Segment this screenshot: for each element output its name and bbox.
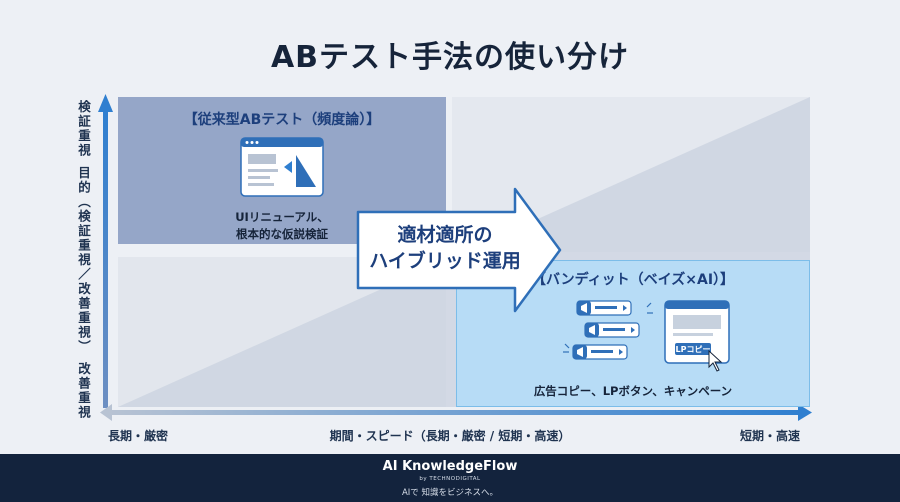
page-title: ABテスト手法の使い分け bbox=[270, 40, 630, 75]
quadrant-bottom-right: 【バンディット（ベイズ×AI）】 bbox=[456, 260, 810, 407]
hybrid-label-line1: 適材適所の bbox=[397, 224, 493, 246]
quadrant-top-left-desc-line1: UIリニューアル、 bbox=[235, 210, 329, 224]
footer: AI KnowledgeFlow by TECHNODIGITAL AIで 知識… bbox=[0, 454, 900, 502]
y-axis-arrow bbox=[98, 94, 113, 408]
y-axis-label: 検証重視 目的（検証重視／改善重視） 改善重視 bbox=[71, 100, 93, 420]
y-axis-middle-label: 目的（検証重視／改善重視） bbox=[76, 165, 91, 355]
footer-byline: by TECHNODIGITAL bbox=[419, 476, 481, 482]
quadrant-top-left-heading: 【従来型ABテスト（頻度論）】 bbox=[183, 112, 381, 128]
quadrant-bottom-right-description: 広告コピー、LPボタン、キャンペーン bbox=[533, 384, 733, 398]
axes bbox=[98, 94, 812, 421]
hybrid-arrow bbox=[356, 187, 562, 313]
hybrid-label: 適材適所の ハイブリッド運用 bbox=[355, 222, 535, 274]
cursor-icon bbox=[708, 349, 723, 372]
footer-brand: AI KnowledgeFlow bbox=[382, 459, 518, 474]
megaphone-icon bbox=[584, 322, 640, 338]
megaphone-icon bbox=[563, 343, 628, 360]
quadrant-top-left-desc-line2: 根本的な仮説検証 bbox=[236, 227, 328, 241]
bandit-ads-illustration: LPコピー bbox=[563, 300, 730, 372]
lp-copy-button-label: LPコピー bbox=[676, 344, 711, 354]
y-axis-top-label: 検証重視 bbox=[76, 100, 91, 158]
y-axis-bottom-label: 改善重視 bbox=[76, 362, 91, 420]
x-axis-arrow bbox=[100, 404, 812, 421]
hybrid-label-line2: ハイブリッド運用 bbox=[369, 250, 521, 272]
megaphone-icon bbox=[576, 300, 632, 316]
quadrant-bottom-right-heading: 【バンディット（ベイズ×AI）】 bbox=[531, 272, 735, 288]
footer-tagline: AIで 知識をビジネスへ。 bbox=[401, 488, 499, 498]
x-axis-left-label: 長期・厳密 bbox=[108, 429, 169, 443]
ab-test-browser-icon bbox=[240, 137, 324, 197]
x-axis-right-label: 短期・高速 bbox=[740, 429, 801, 443]
lp-page-icon: LPコピー bbox=[664, 300, 730, 372]
quadrant-top-left-description: UIリニューアル、 根本的な仮説検証 bbox=[118, 209, 446, 243]
x-axis-middle-label: 期間・スピード（長期・厳密 / 短期・高速） bbox=[329, 429, 571, 443]
